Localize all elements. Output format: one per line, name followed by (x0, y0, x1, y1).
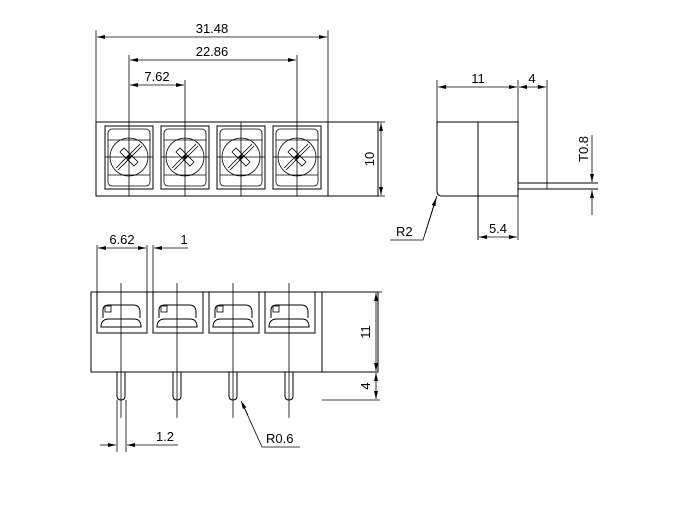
side-body-outline (436, 121, 519, 197)
top-view: 31.48 22.86 7.62 10 (95, 21, 385, 197)
terminal-window (264, 283, 316, 418)
leader-arrow (424, 197, 437, 235)
leader-pin-radius (242, 404, 300, 448)
front-view: 6.62 1 11 4 1.2 R0.6 (90, 232, 382, 452)
clamp-plate (214, 304, 253, 318)
clamp-tab (104, 305, 112, 313)
dim-overall-width: 31.48 (196, 21, 229, 36)
clamp-tab (216, 305, 224, 313)
dim-pin-extension: 4 (528, 71, 535, 86)
solder-pin (116, 372, 126, 401)
window-outline (152, 291, 204, 334)
clamp-base (156, 318, 198, 328)
clamp-plate (270, 304, 309, 318)
terminal-window (208, 283, 260, 418)
terminal-window (96, 283, 148, 418)
solder-pin (284, 372, 294, 401)
clamp-base (268, 318, 310, 328)
window-outline (208, 291, 260, 334)
solder-pin (228, 372, 238, 401)
top-body-outline (95, 121, 379, 197)
dim-wall: 1 (180, 232, 187, 247)
dim-window-width: 6.62 (109, 232, 134, 247)
clamp-plate (158, 304, 197, 318)
dim-pin-span: 22.86 (196, 44, 229, 59)
solder-pin (172, 372, 182, 401)
dim-pin-length: 4 (358, 382, 373, 389)
dim-depth: 11 (471, 71, 485, 86)
dim-pitch: 7.62 (144, 69, 169, 84)
dim-pin-radius: R0.6 (266, 431, 293, 446)
clamp-tab (160, 305, 168, 313)
front-body-outline (90, 291, 379, 373)
window-outline (264, 291, 316, 334)
dim-corner-radius: R2 (396, 224, 413, 239)
clamp-tab (272, 305, 280, 313)
dim-height: 10 (362, 152, 377, 166)
clamp-plate (102, 304, 141, 318)
clamp-base (100, 318, 142, 328)
leader-arrow (240, 400, 249, 416)
dim-offset: 5.4 (489, 221, 507, 236)
window-outline (96, 291, 148, 334)
dim-front-height: 11 (358, 325, 373, 339)
dim-pin-thickness: T0.8 (576, 136, 591, 162)
side-view: 11 4 T0.8 5.4 R2 (390, 71, 598, 241)
terminal-window (152, 283, 204, 418)
clamp-base (212, 318, 254, 328)
dim-pin-width: 1.2 (156, 429, 174, 444)
